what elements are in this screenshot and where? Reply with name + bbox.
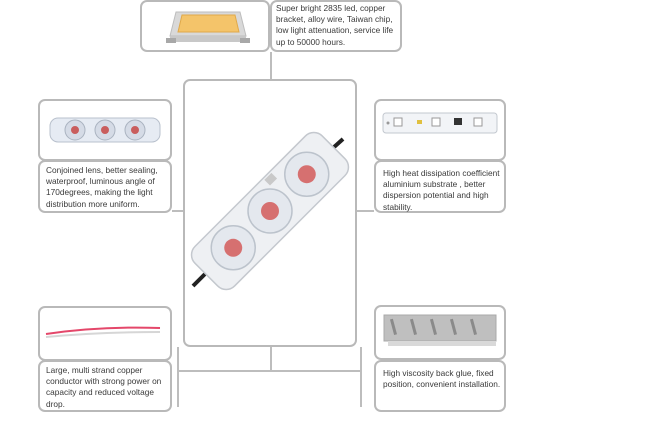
red-white-wire-icon: [45, 326, 161, 338]
lens-description: Conjoined lens, better sealing, waterpro…: [46, 165, 158, 209]
led-chip-icon: [166, 11, 250, 43]
connector-line-bottom-horizontal: [178, 370, 361, 372]
substrate-text-box: High heat dissipation coefficient alumin…: [374, 160, 506, 213]
glue-text-box: High viscosity back glue, fixed position…: [374, 360, 506, 412]
glue-image-box: [374, 305, 506, 360]
pcb-substrate-icon: [382, 112, 498, 134]
connector-line-left: [172, 210, 184, 212]
led-module-icon: [190, 131, 350, 291]
substrate-image-box: [374, 99, 506, 161]
led-chip-description: Super bright 2835 led, copper bracket, a…: [276, 3, 394, 47]
wire-description: Large, multi strand copper conductor wit…: [46, 365, 162, 409]
led-chip-text-box: Super bright 2835 led, copper bracket, a…: [270, 0, 402, 52]
lens-image-box: [38, 99, 172, 161]
lens-module-icon: [49, 117, 161, 143]
connector-line-top: [270, 52, 272, 80]
connector-line-right: [356, 210, 374, 212]
wire-text-box: Large, multi strand copper conductor wit…: [38, 360, 172, 412]
connector-line-bottom-left-drop: [177, 347, 179, 407]
glue-description: High viscosity back glue, fixed position…: [383, 368, 501, 390]
lens-text-box: Conjoined lens, better sealing, waterpro…: [38, 160, 172, 213]
led-chip-image-box: [140, 0, 270, 52]
connector-line-bottom-vertical: [270, 347, 272, 371]
adhesive-tape-icon: [383, 314, 497, 346]
led-module-box: [183, 79, 357, 347]
wire-image-box: [38, 306, 172, 361]
connector-line-bottom-right-drop: [360, 347, 362, 407]
substrate-description: High heat dissipation coefficient alumin…: [383, 168, 500, 212]
